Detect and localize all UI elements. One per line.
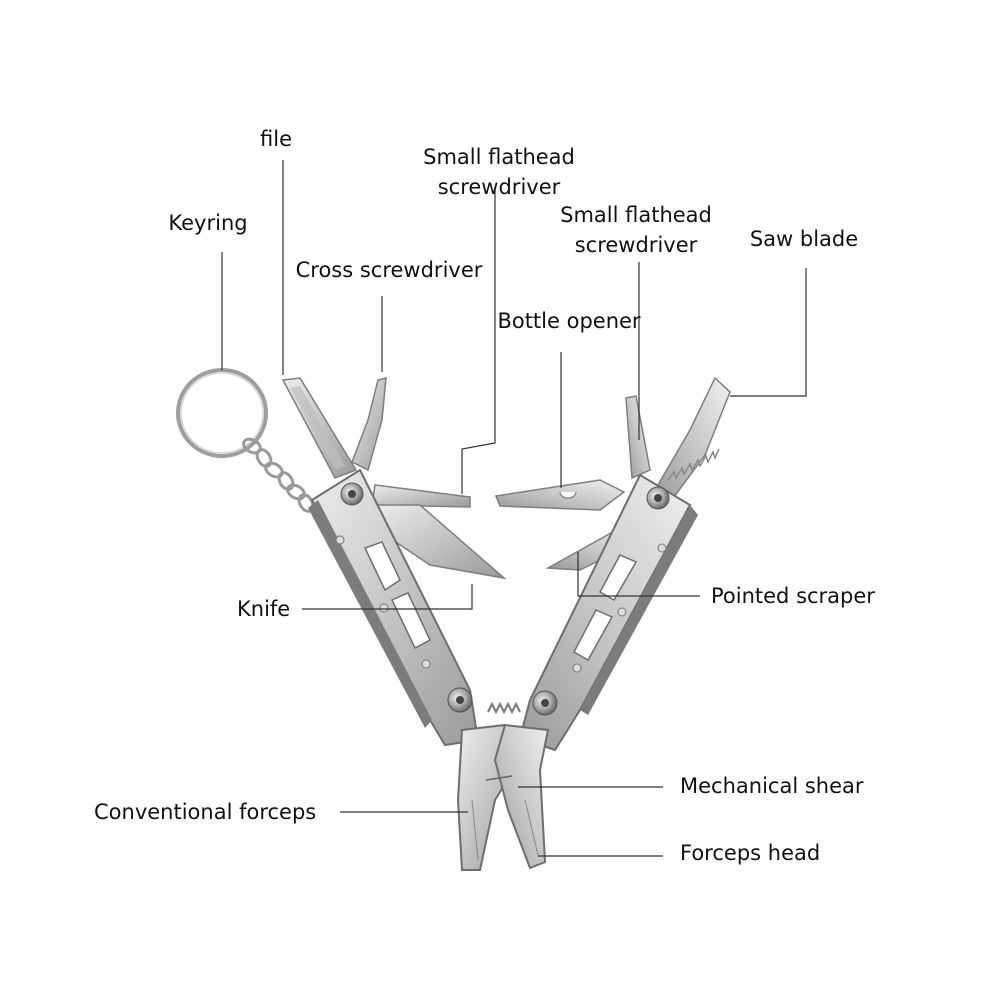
label-knife: Knife	[237, 594, 290, 624]
saw-blade-tool	[655, 378, 730, 505]
label-small-flathead-2-line1: Small flathead	[560, 200, 712, 230]
cross-screwdriver-tool	[352, 378, 386, 470]
label-pointed-scraper: Pointed scraper	[711, 581, 875, 611]
label-keyring: Keyring	[168, 208, 247, 238]
pliers-spring	[488, 704, 520, 712]
label-cross-screwdriver: Cross screwdriver	[296, 255, 483, 285]
label-bottle-opener: Bottle opener	[497, 306, 640, 336]
pliers-jaw-right	[495, 725, 548, 868]
leader-small-flathead-1	[462, 190, 495, 494]
keyring-chain	[241, 436, 315, 513]
small-flathead-tool-right	[626, 396, 650, 478]
label-small-flathead-2-line2: screwdriver	[560, 230, 712, 260]
small-flathead-tool-left	[372, 485, 470, 507]
label-small-flathead-1-line2: screwdriver	[423, 172, 575, 202]
label-forceps-head: Forceps head	[680, 838, 820, 868]
label-small-flathead-1-line1: Small flathead	[423, 142, 575, 172]
label-file: file	[260, 124, 292, 154]
label-small-flathead-screwdriver-1: Small flathead screwdriver	[423, 142, 575, 202]
keyring-loop	[178, 370, 266, 456]
leader-saw-blade	[730, 268, 806, 396]
label-saw-blade: Saw blade	[750, 224, 858, 254]
label-small-flathead-screwdriver-2: Small flathead screwdriver	[560, 200, 712, 260]
bottle-opener-tool	[496, 480, 624, 510]
label-conventional-forceps: Conventional forceps	[94, 797, 316, 827]
label-mechanical-shear: Mechanical shear	[680, 771, 864, 801]
